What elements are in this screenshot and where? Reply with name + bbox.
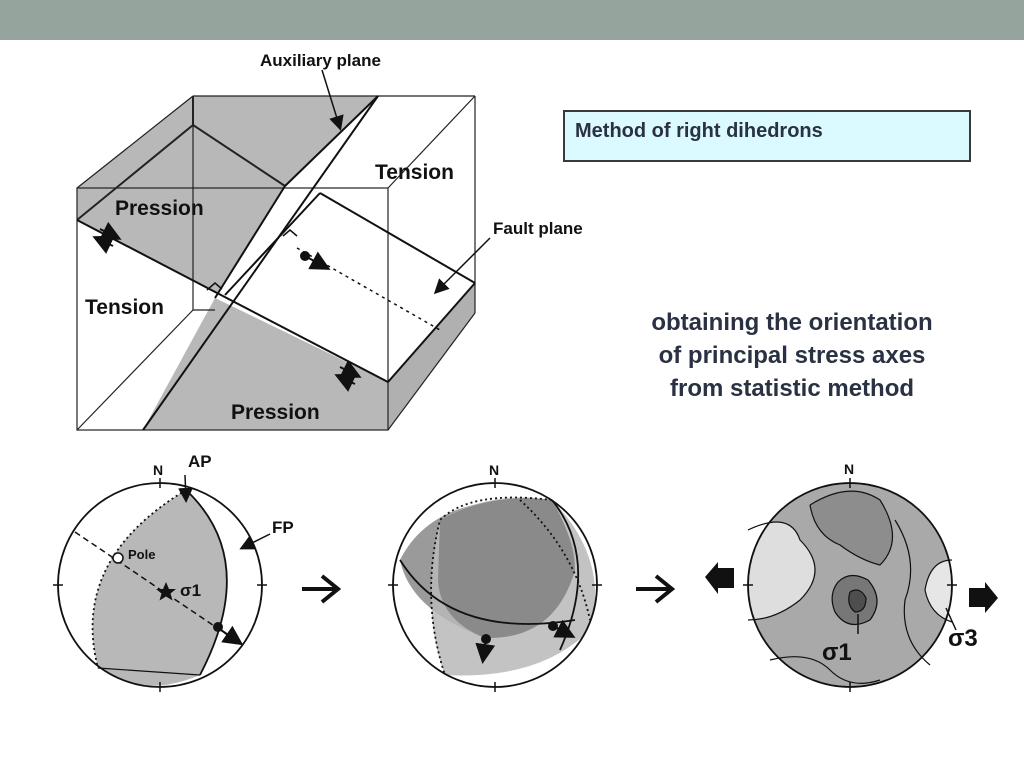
method-title-box: Method of right dihedrons xyxy=(563,110,971,162)
stereonet-3-contour-max xyxy=(848,590,866,612)
north-label-1: N xyxy=(153,462,163,478)
pole-label: Pole xyxy=(128,547,155,562)
north-label-3: N xyxy=(844,461,854,477)
compression-arrow-icon xyxy=(969,582,998,613)
slip-point-1 xyxy=(213,622,223,632)
arrow-right-icon xyxy=(302,574,342,604)
compression-arrow-icon xyxy=(705,562,734,594)
label-fault-plane: Fault plane xyxy=(493,219,583,238)
fp-label: FP xyxy=(272,518,294,537)
description-line-3: from statistic method xyxy=(669,375,915,402)
fault-side-face xyxy=(388,283,475,430)
stereonet-1: N AP FP Pole σ1 xyxy=(53,452,294,692)
arrow-right-icon xyxy=(636,574,676,604)
sigma3-label: σ3 xyxy=(948,625,978,652)
method-title: Method of right dihedrons xyxy=(575,120,823,142)
label-tension-right: Tension xyxy=(375,161,454,184)
pression-top-region xyxy=(77,96,378,293)
ap-label: AP xyxy=(188,452,212,471)
north-label-2: N xyxy=(489,462,499,478)
pole-point xyxy=(112,552,124,564)
label-tension-left: Tension xyxy=(85,296,164,319)
stereonet-2-overlap xyxy=(438,498,575,639)
block-diagram: Auxiliary plane Fault plane Pression Pre… xyxy=(76,51,583,431)
stereonet-2: N xyxy=(388,462,602,692)
description-line-1: obtaining the orientation xyxy=(651,309,933,336)
header-bar xyxy=(0,0,1024,40)
pression-bottom-region xyxy=(143,298,388,430)
stereonet-3: N σ1 σ3 xyxy=(743,461,978,692)
sigma1-star-icon xyxy=(156,582,176,601)
stereonet-1-shaded xyxy=(92,490,227,686)
sigma1-label-1: σ1 xyxy=(180,581,201,600)
description-text: obtaining the orientation of principal s… xyxy=(600,306,984,405)
stereonet-3-light-zone xyxy=(748,522,815,620)
description-line-2: of principal stress axes xyxy=(658,342,926,369)
sigma1-label-3: σ1 xyxy=(822,639,852,666)
label-auxiliary-plane: Auxiliary plane xyxy=(260,51,381,70)
label-pression-top: Pression xyxy=(115,197,204,220)
label-pression-bottom: Pression xyxy=(231,401,320,424)
stereonet-3-dark-zone xyxy=(810,491,893,565)
